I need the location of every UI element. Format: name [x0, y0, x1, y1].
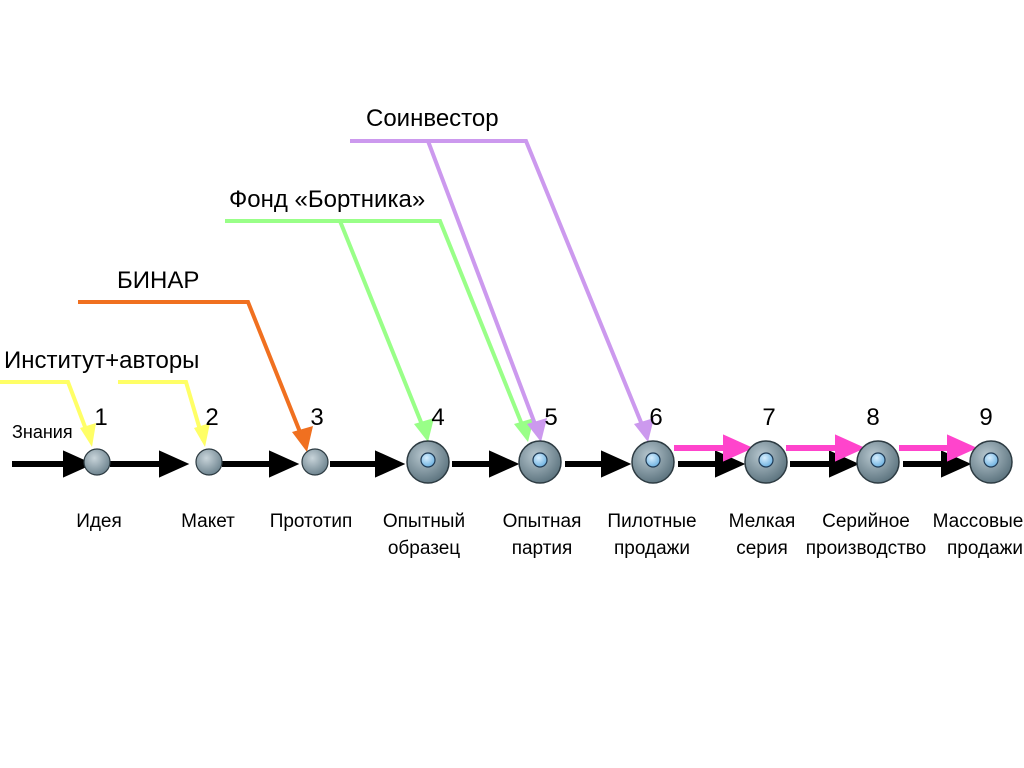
funding-arrowhead — [634, 418, 654, 442]
investor-label-coinvestor: Соинвестор — [366, 105, 499, 132]
stage-node-4 — [406, 440, 450, 484]
funding-line-coinvestor-5 — [350, 139, 540, 433]
input-label-knowledge: Знания — [12, 422, 73, 442]
stage-node-2 — [195, 448, 223, 476]
funding-arrowhead — [414, 418, 434, 442]
stage-name: Идея — [76, 511, 122, 532]
stage-number: 7 — [762, 404, 775, 431]
stage-nodes — [83, 440, 1013, 484]
stage-name: Пилотные — [607, 511, 696, 532]
timeline-arrowhead — [601, 450, 632, 478]
funding-arrowhead — [80, 423, 96, 447]
funding-line-fund-5 — [340, 219, 527, 433]
stage-name-line2: партия — [512, 538, 573, 559]
timeline-arrowhead — [375, 450, 406, 478]
stage-node-8 — [856, 440, 900, 484]
stage-name: Массовые — [933, 511, 1024, 532]
funding-line-institute-1 — [0, 380, 92, 441]
timeline-arrowhead — [159, 450, 190, 478]
self-funded-arrows — [674, 434, 978, 462]
timeline — [12, 450, 972, 478]
timeline-arrowhead — [489, 450, 520, 478]
funding-lines — [0, 139, 654, 452]
stage-name: Мелкая — [729, 511, 796, 532]
funding-line-fund-4 — [225, 219, 427, 433]
stage-number: 3 — [310, 404, 323, 431]
stage-name: Прототип — [270, 511, 353, 532]
stage-number: 2 — [205, 404, 218, 431]
stage-node-1 — [83, 448, 111, 476]
stage-number: 8 — [866, 404, 879, 431]
stage-name: Опытный — [383, 511, 465, 532]
funding-line-institute-2 — [118, 380, 205, 441]
stage-number: 1 — [94, 404, 107, 431]
stage-name-line2: производство — [806, 538, 927, 559]
stage-name-line2: продажи — [947, 538, 1023, 559]
investor-label-institute: Институт+авторы — [4, 347, 199, 374]
stage-name-line2: серия — [736, 538, 788, 559]
stage-numbers: 1 2 3 4 5 6 7 8 9 — [94, 404, 992, 431]
stage-node-9 — [969, 440, 1013, 484]
stage-node-3 — [301, 448, 329, 476]
stage-node-5 — [518, 440, 562, 484]
investor-labels: Институт+авторы БИНАР Фонд «Бортника» Со… — [4, 105, 499, 374]
funding-line-binar — [78, 300, 306, 443]
funding-arrowhead — [514, 418, 534, 442]
funding-arrowhead — [527, 418, 547, 442]
stage-number: 4 — [431, 404, 444, 431]
funding-line-coinvestor-6 — [428, 139, 647, 433]
stage-number: 5 — [544, 404, 557, 431]
stage-node-6 — [631, 440, 675, 484]
stage-number: 9 — [979, 404, 992, 431]
stage-names: Идея Макет Прототип Опытный образец Опыт… — [76, 511, 1023, 559]
stage-name: Макет — [181, 511, 235, 532]
investor-label-binar: БИНАР — [117, 267, 199, 294]
stage-name: Серийное — [822, 511, 910, 532]
stage-number: 6 — [649, 404, 662, 431]
stage-name-line2: продажи — [614, 538, 690, 559]
investor-label-fund: Фонд «Бортника» — [229, 186, 425, 213]
timeline-arrowhead — [63, 450, 94, 478]
funding-arrowhead — [194, 423, 210, 447]
funding-arrowhead — [292, 426, 313, 452]
stage-name-line2: образец — [388, 538, 460, 559]
timeline-arrowhead — [269, 450, 300, 478]
stage-node-7 — [744, 440, 788, 484]
stage-name: Опытная — [503, 511, 582, 532]
